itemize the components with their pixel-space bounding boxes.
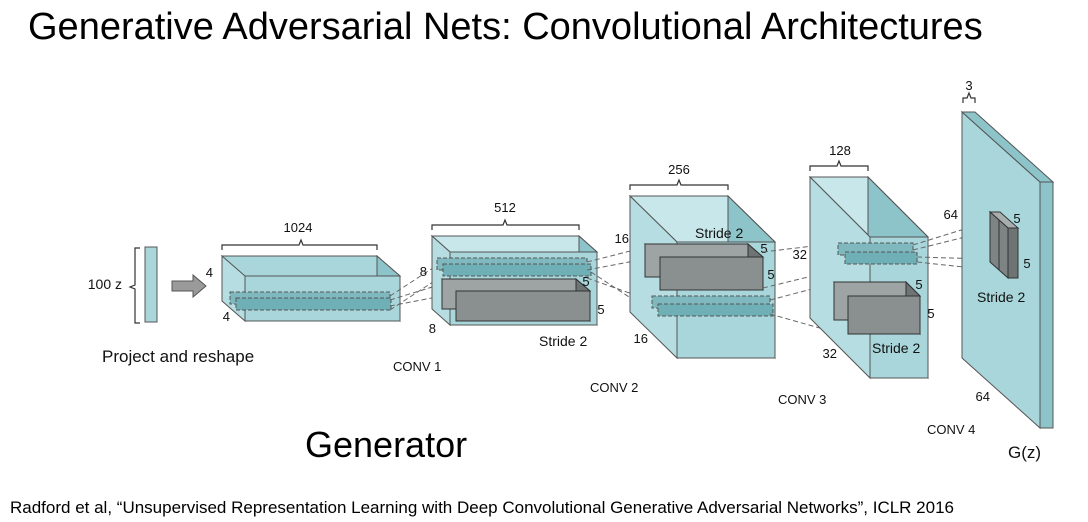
brace-512 <box>431 218 580 230</box>
input-vector: 100 z Project and reshape <box>88 246 254 366</box>
right-arrow-icon <box>171 273 207 299</box>
generator-label: Generator <box>305 424 468 465</box>
conv1-kernel-h: 5 <box>582 274 589 289</box>
slide-title: Generative Adversarial Nets: Convolution… <box>28 6 983 48</box>
brace-1024 <box>221 238 378 250</box>
width-8: 8 <box>429 321 436 336</box>
height-4: 4 <box>206 265 213 280</box>
height-16: 16 <box>615 231 629 246</box>
width-64: 64 <box>976 389 990 404</box>
conv2-kernel-w: 5 <box>767 267 774 282</box>
block-conv4-output: 3 64 64 5 5 Stride 2 CONV 4 G(z) <box>927 78 1055 462</box>
brace-3 <box>962 91 976 103</box>
conv2-stride: Stride 2 <box>695 225 743 241</box>
width-32: 32 <box>823 346 837 361</box>
conv4-kernel-h: 5 <box>1013 211 1020 226</box>
citation: Radford et al, “Unsupervised Representat… <box>10 498 954 517</box>
block-conv2: 256 16 16 Stride 2 5 5 CONV 2 <box>590 162 777 395</box>
brace-128 <box>809 159 869 171</box>
conv4-stride: Stride 2 <box>977 289 1025 305</box>
channels-3: 3 <box>965 78 972 93</box>
conv4-kernel-w: 5 <box>1023 256 1030 271</box>
input-size-label: 100 z <box>88 276 122 292</box>
conv3-label: CONV 3 <box>778 392 826 407</box>
channels-256: 256 <box>668 162 690 177</box>
block-conv1: 512 8 8 5 5 Stride 2 CONV 1 <box>393 200 605 374</box>
height-64: 64 <box>944 207 958 222</box>
conv2-label: CONV 2 <box>590 380 638 395</box>
input-brace <box>128 247 140 324</box>
height-32: 32 <box>793 247 807 262</box>
conv1-stride: Stride 2 <box>539 333 587 349</box>
project-reshape-label: Project and reshape <box>102 347 254 366</box>
height-8: 8 <box>420 264 427 279</box>
conv1-kernel-w: 5 <box>597 302 604 317</box>
block-1024: 1024 4 4 <box>206 220 402 324</box>
channels-1024: 1024 <box>284 220 313 235</box>
conv4-label: CONV 4 <box>927 422 975 437</box>
conv3-stride: Stride 2 <box>872 340 920 356</box>
channels-128: 128 <box>829 143 851 158</box>
conv2-kernel-h: 5 <box>760 241 767 256</box>
width-4: 4 <box>223 309 230 324</box>
brace-256 <box>629 178 729 190</box>
output-label: G(z) <box>1008 443 1041 462</box>
conv1-label: CONV 1 <box>393 359 441 374</box>
width-16: 16 <box>634 331 648 346</box>
channels-512: 512 <box>494 200 516 215</box>
conv3-kernel-w: 5 <box>927 306 934 321</box>
conv3-kernel-h: 5 <box>915 277 922 292</box>
block-conv3: 128 32 32 5 5 Stride 2 CONV 3 <box>778 143 935 407</box>
z-vector <box>144 246 158 323</box>
